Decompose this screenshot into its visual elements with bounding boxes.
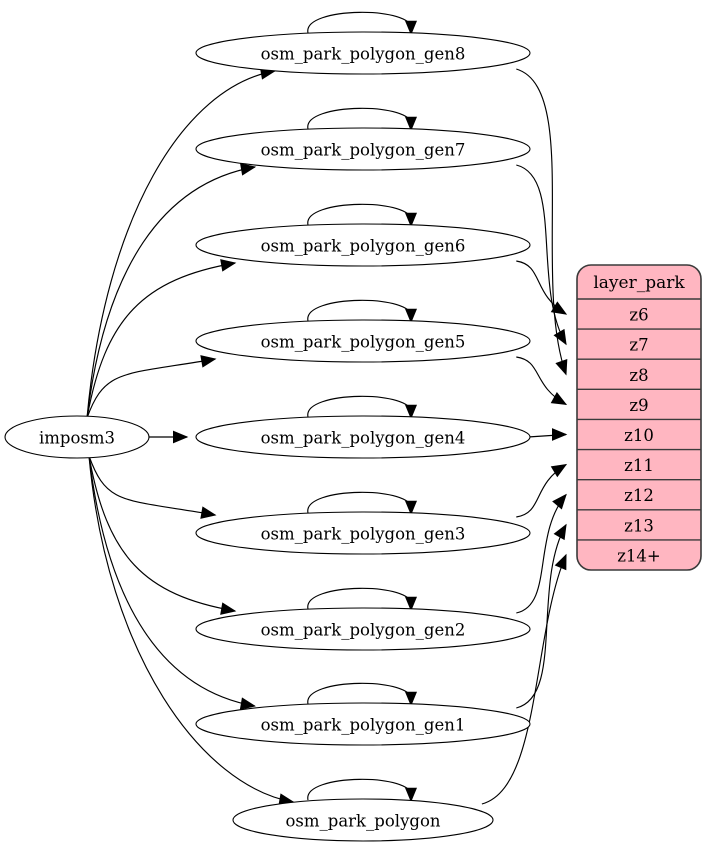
table-ellipse[interactable] [195, 319, 531, 363]
edge-group-imposm3-to-tables [86, 67, 295, 806]
arrowhead [404, 308, 418, 324]
arrowhead [240, 163, 257, 176]
arrowhead [552, 428, 568, 441]
table-ellipse[interactable] [232, 798, 494, 842]
edge-osm_park_polygon_gen7-z7 [516, 164, 567, 345]
imposm3-ellipse[interactable] [4, 415, 150, 459]
edge-selfloop-osm_park_polygon_gen2 [307, 587, 412, 610]
arrowhead [550, 463, 568, 478]
edge-selfloop-osm_park_polygon_gen4 [307, 395, 412, 418]
arrowhead [550, 301, 568, 315]
edge-selfloop-osm_park_polygon_gen8 [307, 11, 412, 34]
arrowhead [555, 358, 568, 376]
edge-imposm3-osm_park_polygon [88, 455, 294, 803]
node-osm_park_polygon_gen2[interactable]: osm_park_polygon_gen2 [195, 607, 531, 651]
edge-imposm3-osm_park_polygon_gen5 [86, 358, 216, 419]
arrowhead [239, 697, 256, 710]
imposm3-label: imposm3 [39, 429, 115, 448]
table-label: osm_park_polygon_gen4 [261, 429, 466, 448]
table-ellipse[interactable] [195, 702, 531, 746]
edge-osm_park_polygon_gen8-z8 [516, 68, 567, 375]
node-imposm3[interactable]: imposm3 [4, 415, 150, 459]
node-osm_park_polygon_gen4[interactable]: osm_park_polygon_gen4 [195, 415, 531, 459]
generalization-node-group: osm_park_polygon_gen8 osm_park_polygon_ge… [195, 31, 531, 842]
edge-selfloop-osm_park_polygon [307, 778, 412, 801]
table-label: osm_park_polygon [285, 812, 440, 831]
edge-osm_park_polygon_gen2-z12 [516, 494, 567, 614]
node-layer-park[interactable]: layer_park z6 z7 z8 z9 z10 z11 z12 z13 z14+ [576, 264, 702, 571]
layer-row-z10[interactable]: z10 [624, 426, 654, 445]
edge-imposm3-osm_park_polygon_gen6 [86, 262, 236, 419]
edge-group-tables-to-layer [481, 68, 568, 805]
arrowhead [404, 20, 418, 36]
edge-imposm3-osm_park_polygon_gen3 [88, 455, 216, 516]
edge-selfloop-osm_park_polygon_gen6 [307, 203, 412, 226]
edge-selfloop-osm_park_polygon_gen3 [307, 491, 412, 514]
edge-selfloop-osm_park_polygon_gen1 [307, 682, 412, 705]
table-ellipse[interactable] [195, 127, 531, 171]
edge-imposm3-osm_park_polygon_gen7 [86, 166, 255, 419]
arrowhead [404, 500, 418, 516]
table-label: osm_park_polygon_gen8 [261, 45, 466, 64]
arrowhead [200, 506, 217, 519]
node-osm_park_polygon_gen6[interactable]: osm_park_polygon_gen6 [195, 223, 531, 267]
layer-park-title: layer_park [593, 273, 685, 293]
layer-row-z12[interactable]: z12 [624, 486, 654, 505]
layer-row-z7[interactable]: z7 [629, 336, 648, 355]
layer-park-box[interactable] [576, 264, 702, 571]
layer-row-z8[interactable]: z8 [629, 366, 648, 385]
layer-row-z9[interactable]: z9 [629, 396, 648, 415]
node-osm_park_polygon_gen3[interactable]: osm_park_polygon_gen3 [195, 511, 531, 555]
arrowhead [404, 691, 418, 707]
table-label: osm_park_polygon_gen5 [261, 333, 466, 352]
arrowhead [200, 355, 217, 368]
layer-row-z6[interactable]: z6 [629, 306, 648, 325]
table-ellipse[interactable] [195, 31, 531, 75]
arrowhead [404, 787, 418, 803]
table-label: osm_park_polygon_gen3 [261, 525, 466, 544]
node-osm_park_polygon[interactable]: osm_park_polygon [232, 798, 494, 842]
edge-selfloop-osm_park_polygon_gen7 [307, 107, 412, 130]
layer-row-z11[interactable]: z11 [624, 456, 654, 475]
arrowhead [552, 493, 567, 510]
arrowhead [404, 212, 418, 228]
table-ellipse[interactable] [195, 223, 531, 267]
arrowhead [404, 596, 418, 612]
table-ellipse[interactable] [195, 415, 531, 459]
layer-row-z14+[interactable]: z14+ [617, 546, 661, 565]
layer-row-z13[interactable]: z13 [624, 516, 654, 535]
table-label: osm_park_polygon_gen7 [261, 141, 466, 160]
node-osm_park_polygon_gen5[interactable]: osm_park_polygon_gen5 [195, 319, 531, 363]
arrowhead [220, 602, 237, 615]
arrowhead [554, 553, 567, 571]
table-ellipse[interactable] [195, 607, 531, 651]
arrowhead [404, 116, 418, 132]
edge-imposm3-osm_park_polygon_gen1 [88, 455, 255, 707]
arrowhead [553, 328, 567, 346]
table-label: osm_park_polygon_gen2 [261, 621, 466, 640]
arrowhead [220, 259, 237, 272]
arrowhead [553, 523, 567, 541]
arrowhead [404, 404, 418, 420]
edge-imposm3-osm_park_polygon_gen2 [88, 455, 236, 612]
arrowhead [550, 392, 568, 406]
edge-imposm3-osm_park_polygon_gen8 [86, 70, 275, 419]
node-osm_park_polygon_gen1[interactable]: osm_park_polygon_gen1 [195, 702, 531, 746]
table-label: osm_park_polygon_gen6 [261, 237, 466, 256]
edge-group-self-loops [307, 11, 418, 803]
arrowhead [173, 430, 189, 444]
table-ellipse[interactable] [195, 511, 531, 555]
table-label: osm_park_polygon_gen1 [261, 716, 466, 735]
node-osm_park_polygon_gen7[interactable]: osm_park_polygon_gen7 [195, 127, 531, 171]
edge-osm_park_polygon-z14+ [481, 554, 567, 805]
edge-osm_park_polygon_gen1-z13 [516, 524, 567, 709]
edge-selfloop-osm_park_polygon_gen5 [307, 299, 412, 322]
node-osm_park_polygon_gen8[interactable]: osm_park_polygon_gen8 [195, 31, 531, 75]
